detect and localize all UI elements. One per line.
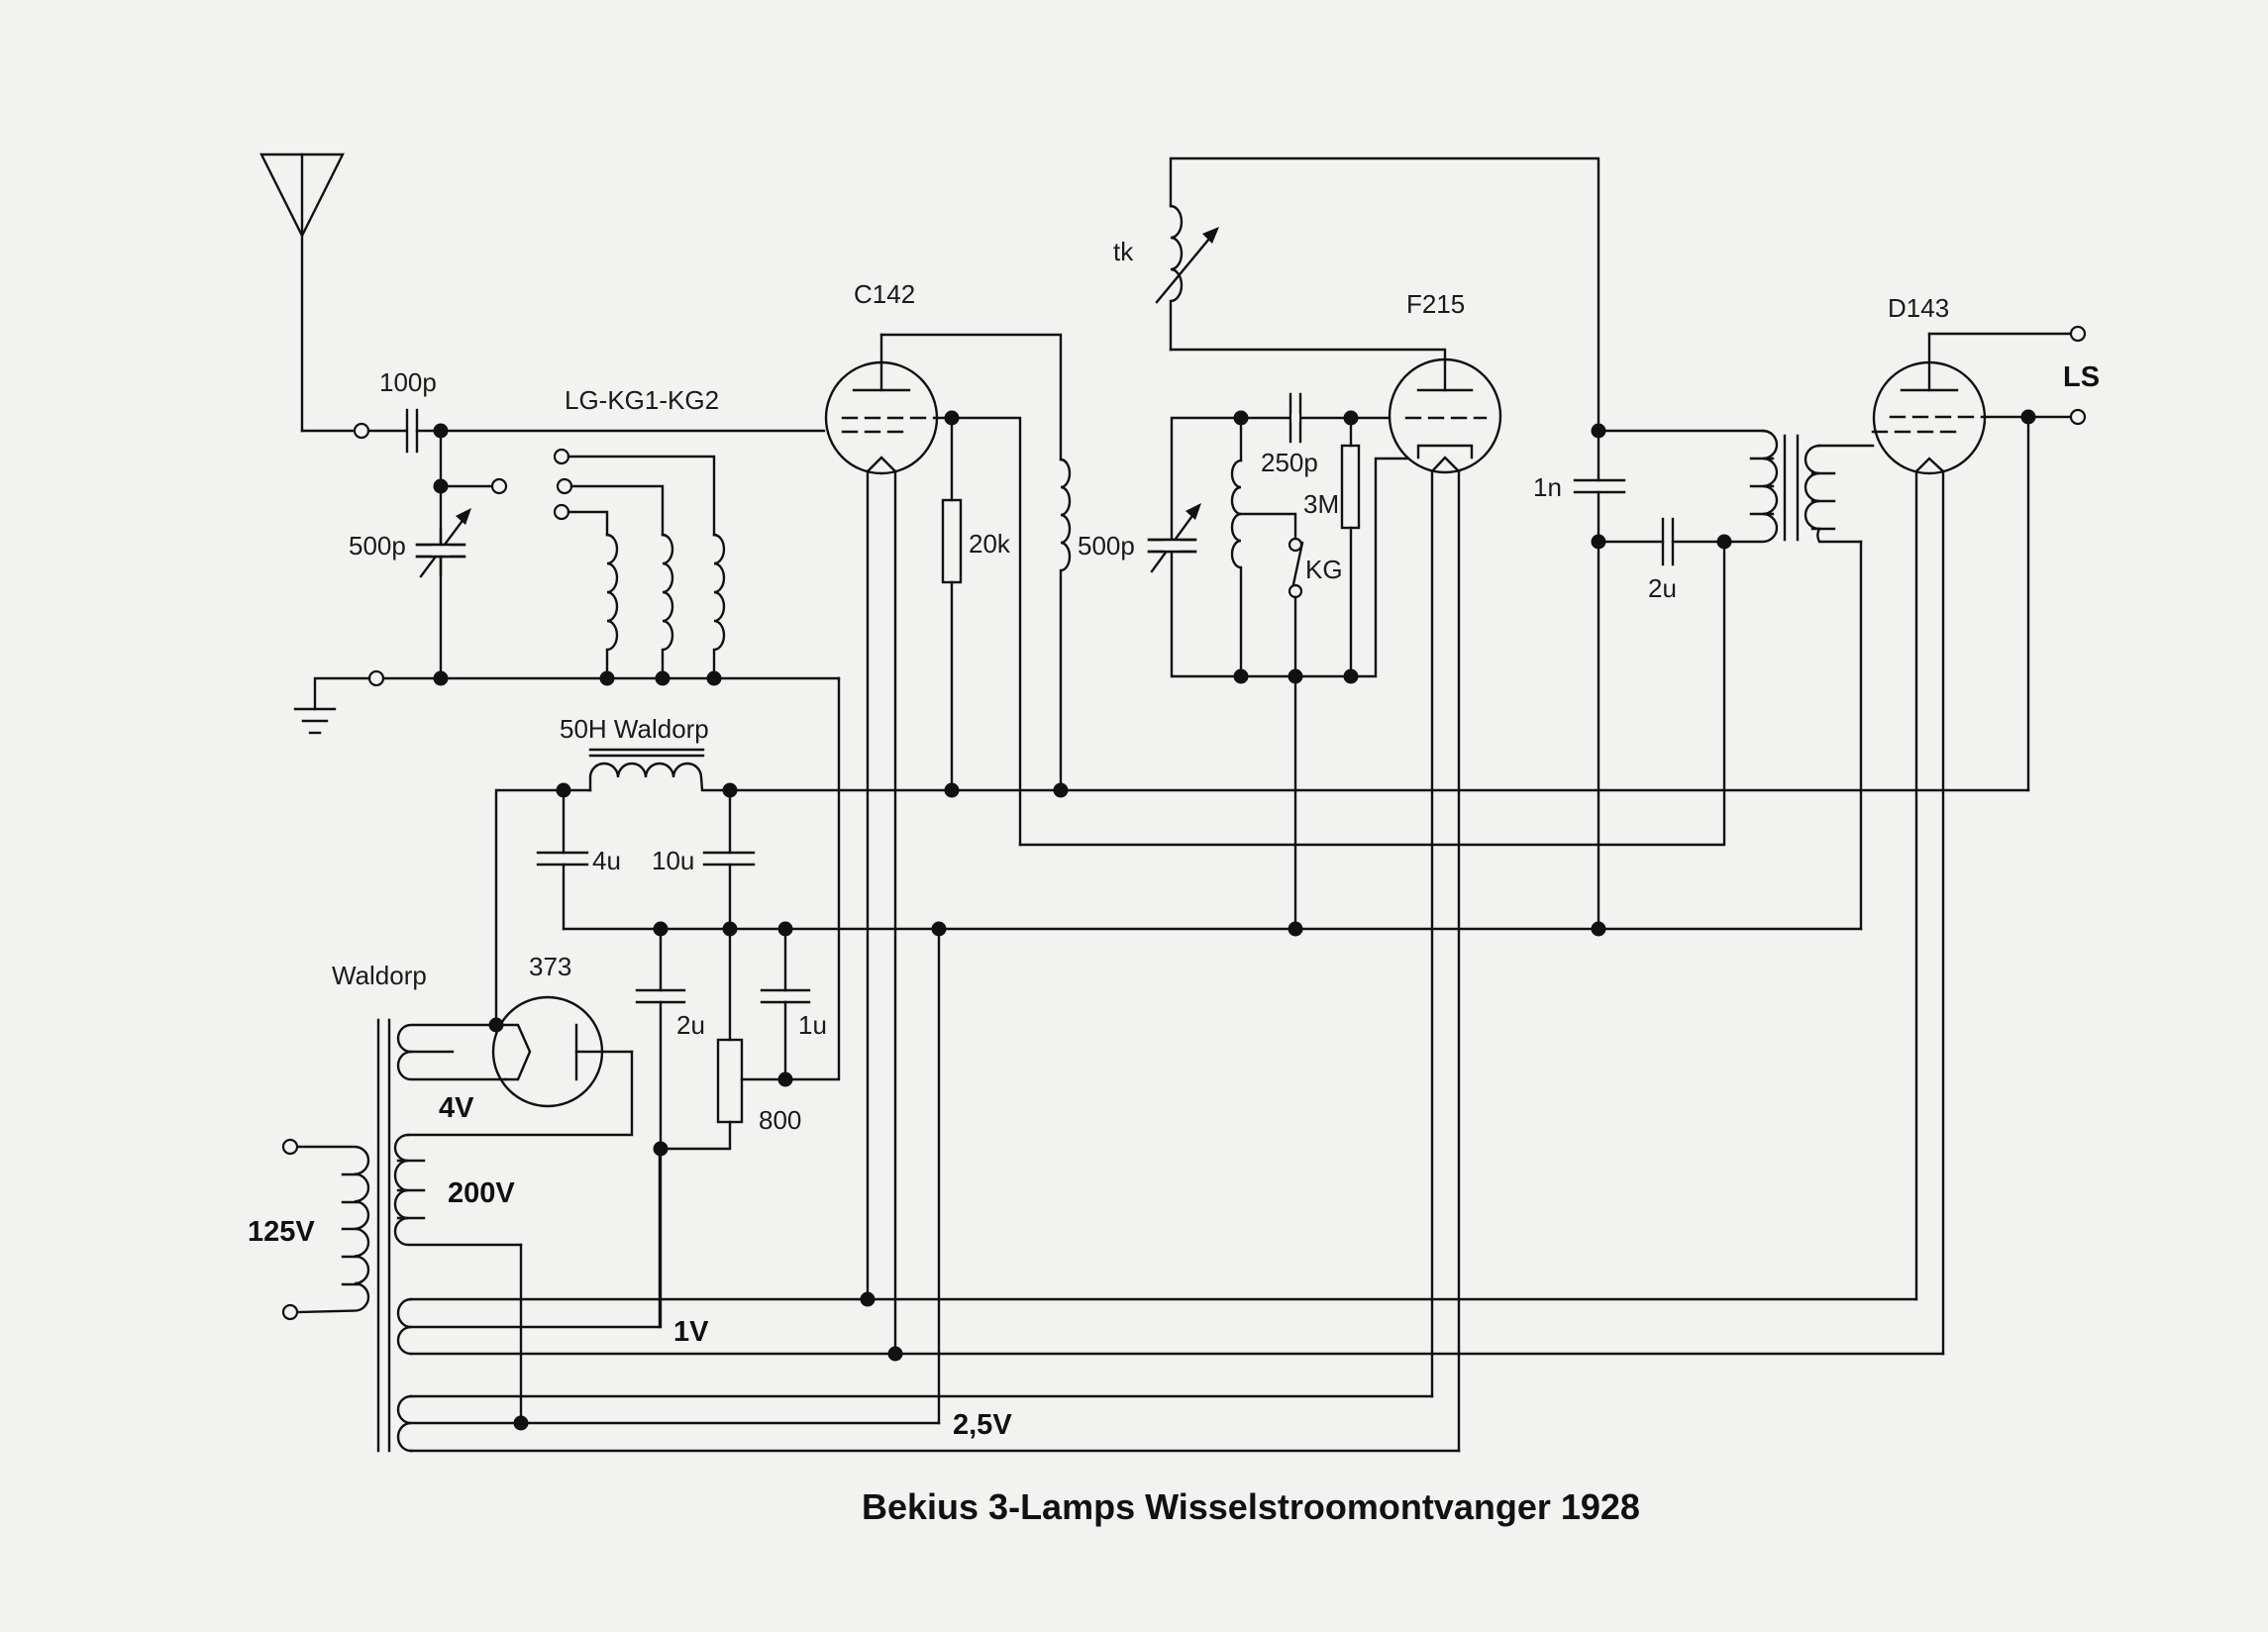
mains-terminal-1[interactable] <box>281 1138 299 1156</box>
label-4u: 4u <box>592 846 621 875</box>
ground-terminal <box>367 669 385 687</box>
selector-contact-kg2[interactable] <box>553 448 570 465</box>
label-1n: 1n <box>1533 472 1562 502</box>
variable-capacitor-500p-icon <box>415 508 471 578</box>
label-200v: 200V <box>448 1177 515 1209</box>
label-2u-coupling: 2u <box>1648 573 1677 603</box>
label-kg: KG <box>1305 555 1343 584</box>
capacitor-2u-bias-icon <box>635 988 686 1004</box>
capacitor-250p-icon <box>1289 392 1302 444</box>
anode-coil-icon <box>1059 458 1072 792</box>
interstage-transformer-icon <box>1722 429 1863 544</box>
tube-c142-icon <box>824 333 939 475</box>
label-3m: 3M <box>1303 489 1339 519</box>
ls-terminal-2[interactable] <box>2069 408 2087 426</box>
coil-kg1-icon <box>661 533 674 680</box>
label-tube-c142: C142 <box>854 279 915 309</box>
kg-switch-icon[interactable] <box>1291 541 1304 586</box>
resistor-3m-icon <box>1340 444 1361 530</box>
label-100p: 100p <box>379 367 437 397</box>
selector-contact-lg[interactable] <box>553 503 570 521</box>
variable-capacitor-500p-regen-icon <box>1147 503 1201 573</box>
feedback-coil-tk-icon <box>1155 204 1219 352</box>
capacitor-2u-coupling-icon <box>1661 517 1675 566</box>
label-2u-bias: 2u <box>676 1010 705 1040</box>
antenna-icon <box>259 153 345 433</box>
coil-kg2-icon <box>712 533 726 680</box>
label-10u: 10u <box>652 846 694 875</box>
tube-373-rectifier-icon <box>491 995 634 1108</box>
capacitor-1u-icon <box>760 988 811 1004</box>
label-transformer: Waldorp <box>332 961 427 990</box>
kg-switch-contact-bottom <box>1288 583 1303 599</box>
label-20k: 20k <box>969 529 1011 559</box>
capacitor-4u-icon <box>536 851 589 867</box>
label-125v: 125V <box>248 1216 315 1248</box>
capacitor-100p-icon <box>405 408 419 454</box>
mains-terminal-2[interactable] <box>281 1303 299 1321</box>
ground-icon <box>293 707 337 735</box>
label-1u: 1u <box>798 1010 827 1040</box>
kg-switch-contact-top <box>1288 537 1303 553</box>
resistor-800-icon <box>716 1038 744 1124</box>
selector-common-terminal[interactable] <box>490 477 508 495</box>
label-4v: 4V <box>439 1092 474 1124</box>
capacitor-10u-icon <box>702 851 756 867</box>
tube-d143-icon <box>1871 332 1987 475</box>
selector-contact-kg1[interactable] <box>556 477 573 495</box>
label-tube-d143: D143 <box>1888 293 1949 323</box>
diagram-title: Bekius 3-Lamps Wisselstroomontvanger 192… <box>862 1486 1640 1527</box>
resistor-20k-icon <box>941 498 963 584</box>
choke-50h-icon <box>588 748 732 792</box>
label-500p-regen: 500p <box>1078 531 1135 561</box>
label-tube-f215: F215 <box>1406 289 1465 319</box>
label-tube-373: 373 <box>529 952 571 981</box>
label-2-5v: 2,5V <box>953 1409 1012 1441</box>
ls-terminal-1[interactable] <box>2069 325 2087 343</box>
label-ls: LS <box>2063 361 2100 393</box>
antenna-terminal <box>353 422 370 440</box>
label-coil-selector: LG-KG1-KG2 <box>565 385 719 415</box>
capacitor-1n-icon <box>1573 478 1626 494</box>
label-tk: tk <box>1113 237 1134 266</box>
tuned-coil-icon <box>1230 459 1243 678</box>
coil-lg-icon <box>605 533 619 680</box>
label-choke: 50H Waldorp <box>560 714 709 744</box>
tube-f215-icon <box>1388 357 1502 474</box>
label-800: 800 <box>759 1105 801 1135</box>
label-1v: 1V <box>673 1316 709 1348</box>
label-500p-antenna: 500p <box>349 531 406 561</box>
label-250p: 250p <box>1261 448 1318 477</box>
power-transformer-icon <box>295 1018 523 1453</box>
